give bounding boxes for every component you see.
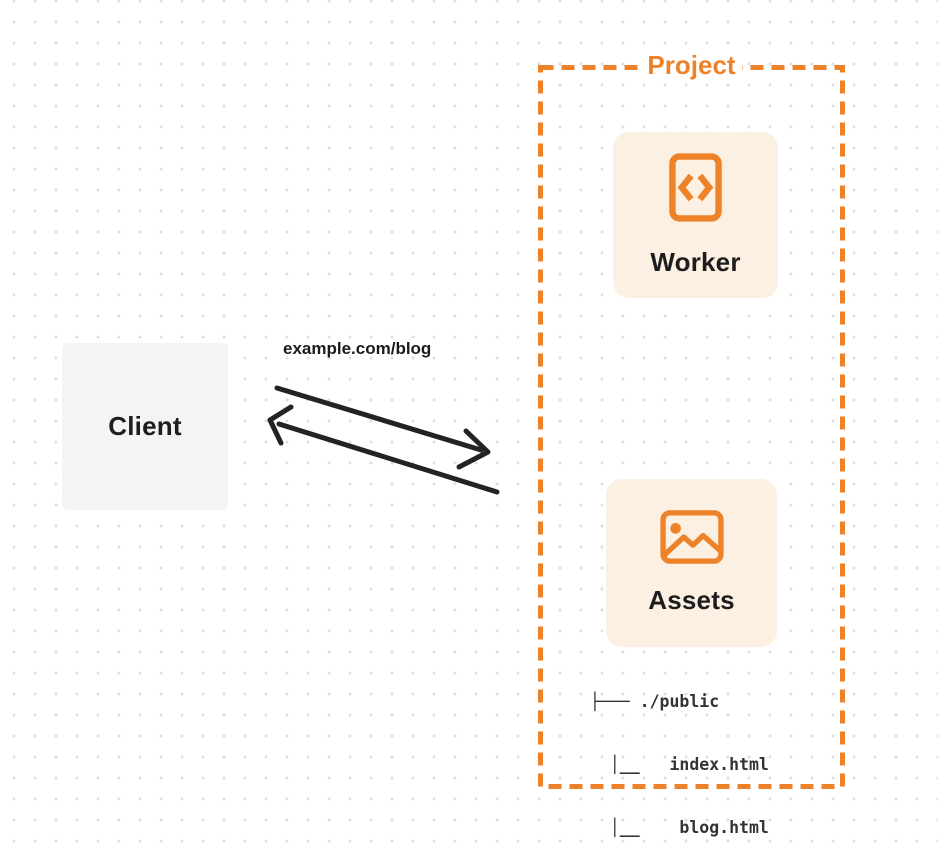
worker-label: Worker — [650, 246, 741, 277]
file-tree-line: │__ blog.html — [590, 818, 769, 837]
file-tree-line: │__ index.html — [590, 755, 769, 774]
assets-card: Assets — [606, 479, 777, 647]
response-arrow — [267, 404, 500, 495]
assets-file-tree: ├─── ./public │__ index.html │__ blog.ht… — [590, 649, 769, 860]
assets-label: Assets — [648, 585, 735, 615]
request-url-label: example.com/blog — [283, 339, 432, 358]
code-document-icon — [669, 152, 722, 222]
client-label: Client — [108, 411, 182, 441]
request-arrow — [274, 385, 491, 470]
project-label-wrap: Project — [540, 50, 843, 81]
worker-card: Worker — [613, 132, 778, 298]
arrowhead-left-icon — [267, 404, 294, 446]
client-box: Client — [62, 343, 228, 510]
project-label: Project — [641, 50, 742, 81]
arrowhead-right-icon — [456, 428, 491, 470]
file-tree-line: ├─── ./public — [590, 692, 720, 711]
image-icon — [659, 510, 724, 564]
